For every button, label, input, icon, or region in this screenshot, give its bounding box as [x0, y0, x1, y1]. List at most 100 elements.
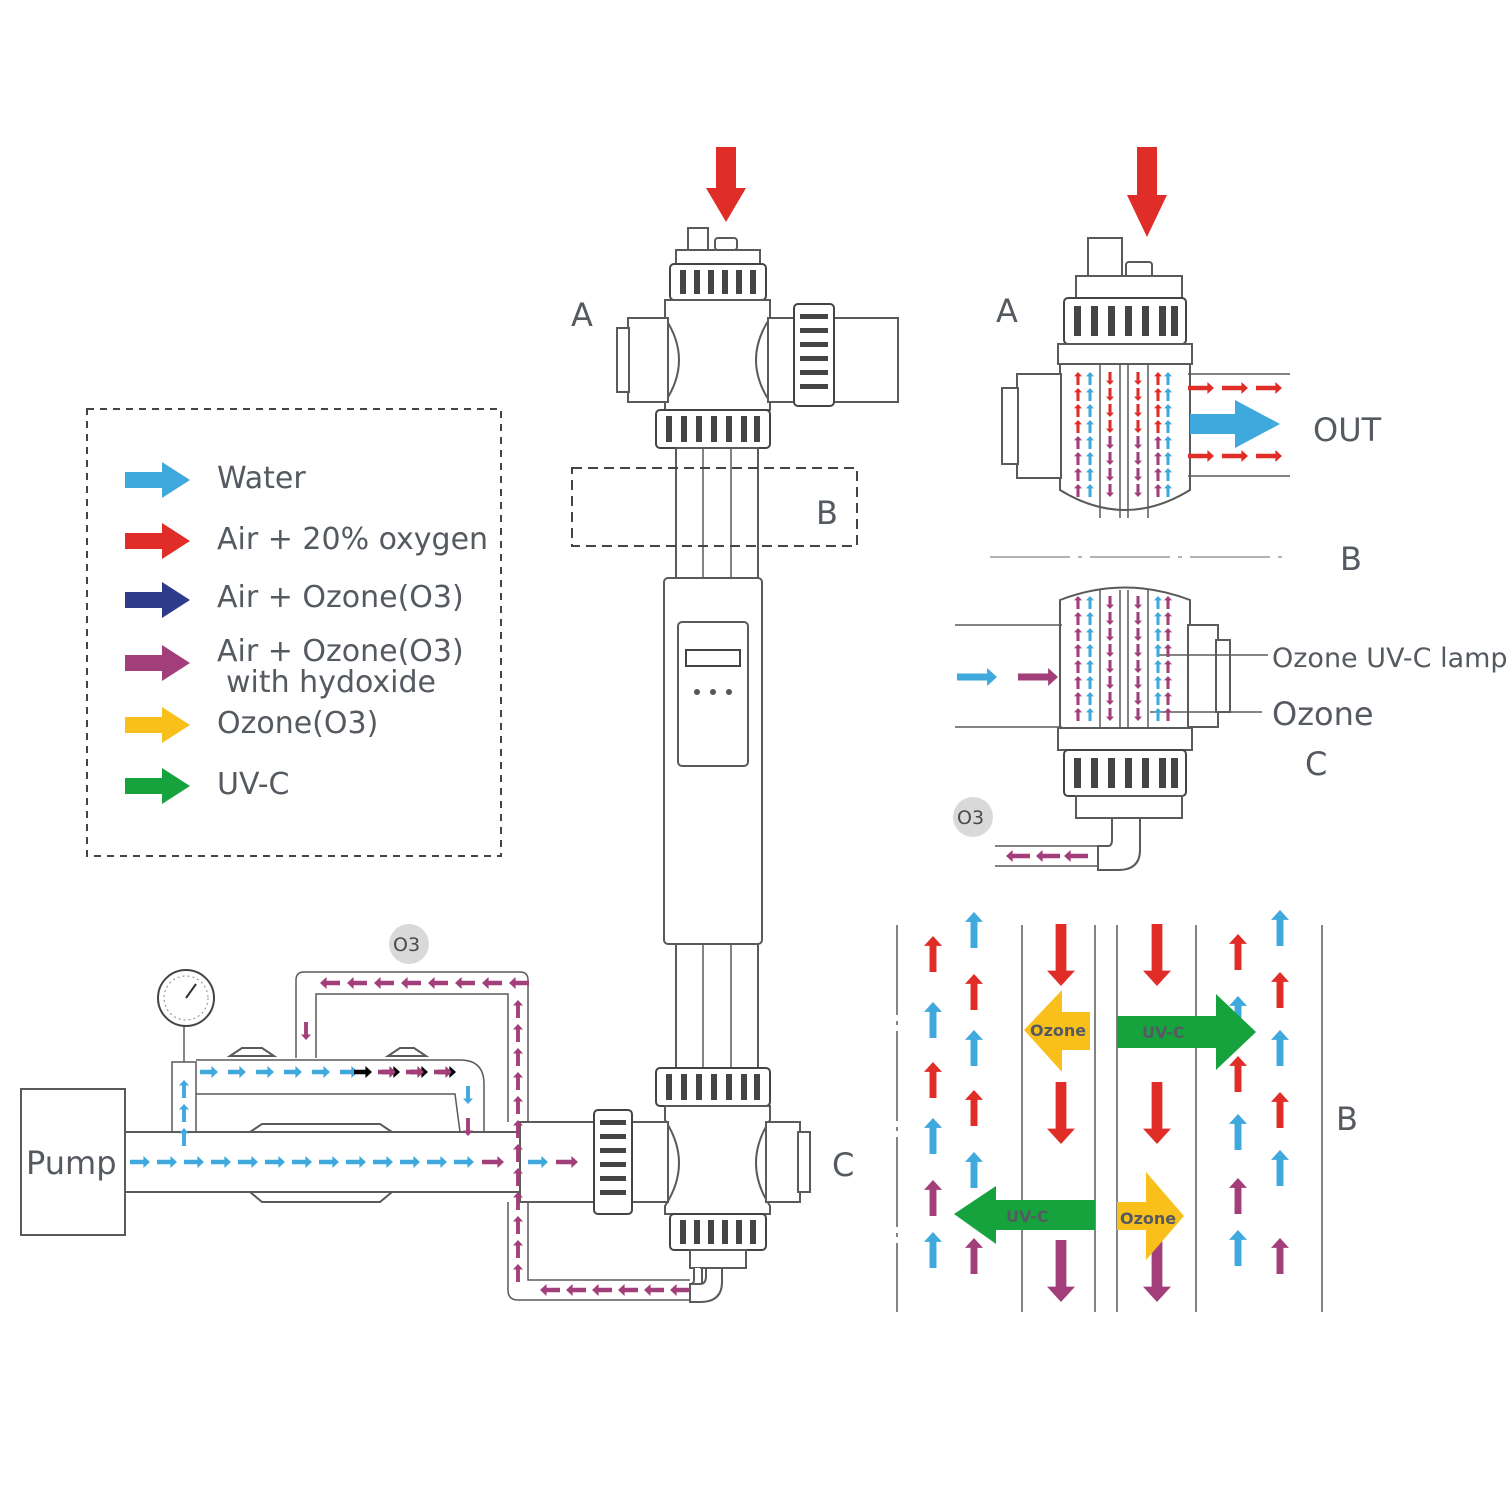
flow-arrow-icon: [1134, 484, 1142, 497]
flow-arrow-icon: [644, 1284, 664, 1296]
flow-arrow-icon: [1271, 972, 1289, 1008]
o3-badge-detail: O3: [957, 807, 984, 829]
flow-arrow-icon: [1154, 404, 1162, 417]
flow-arrow-icon: [592, 1284, 612, 1296]
flow-arrow-icon: [1154, 484, 1162, 497]
flow-arrow-icon: [1143, 924, 1171, 986]
flow-arrow-icon: [528, 1156, 548, 1168]
flow-arrow-icon: [513, 1192, 523, 1210]
flow-arrow-icon: [1074, 596, 1082, 609]
flow-arrow-icon: [463, 1118, 473, 1136]
flow-arrow-icon: [1134, 388, 1142, 401]
flow-arrow-icon: [1074, 644, 1082, 657]
flow-arrow-icon: [1074, 420, 1082, 433]
flow-arrow-icon: [1086, 628, 1094, 641]
water-out-arrow-icon: [1190, 400, 1280, 448]
flow-arrow-icon: [157, 1156, 177, 1168]
flow-arrow-icon: [1018, 668, 1058, 686]
indicator-light: [694, 689, 700, 695]
flow-arrow-icon: [1047, 1240, 1075, 1302]
air-inlet-arrow-icon: [706, 147, 746, 222]
flow-arrow-icon: [284, 1066, 302, 1078]
flow-arrow-icon: [1154, 372, 1162, 385]
top-union-nut: [669, 263, 767, 301]
flow-arrow-icon: [1106, 436, 1114, 449]
flow-arrow-icon: [965, 912, 983, 948]
flow-arrow-icon: [373, 1156, 393, 1168]
flow-arrow-icon: [374, 977, 394, 989]
flow-arrow-icon: [1106, 404, 1114, 417]
flow-arrow-icon: [540, 1284, 560, 1296]
flow-arrow-icon: [1106, 484, 1114, 497]
upper-union-nut: [655, 409, 771, 449]
flow-arrow-icon: [924, 1118, 942, 1154]
flow-arrow-icon: [1074, 388, 1082, 401]
flow-arrow-icon: [1134, 436, 1142, 449]
flow-arrow-icon: [1134, 596, 1142, 609]
flow-arrow-icon: [1064, 850, 1088, 862]
lower-union-nut: [655, 1067, 771, 1107]
zoom-label-ozone-1: Ozone: [1030, 1021, 1086, 1040]
flow-arrow-icon: [1271, 1092, 1289, 1128]
flow-arrow-icon: [1086, 644, 1094, 657]
flow-arrow-icon: [924, 1002, 942, 1038]
flow-arrow-icon: [1229, 1056, 1247, 1092]
flow-arrow-icon: [1086, 436, 1094, 449]
indicator-light: [726, 689, 732, 695]
ozone-arrow-icon: [125, 707, 190, 743]
zoom-label-uvc-2: UV-C: [1006, 1207, 1049, 1226]
flow-arrow-icon: [1154, 692, 1162, 705]
legend-label-air-ozone-hydroxide-line2: with hydoxide: [226, 665, 436, 700]
flow-arrow-icon: [1074, 452, 1082, 465]
flow-arrow-icon: [1164, 660, 1172, 673]
flow-arrow-icon: [1134, 612, 1142, 625]
legend-label-water: Water: [217, 461, 306, 496]
flow-arrow-icon: [513, 1024, 523, 1042]
legend-label-air-ozone-hydroxide: Air + Ozone(O3): [217, 634, 464, 669]
flow-arrow-icon: [1106, 628, 1114, 641]
flow-arrow-icon: [1134, 468, 1142, 481]
flow-arrow-icon: [400, 1156, 420, 1168]
flow-arrow-icon: [1074, 436, 1082, 449]
flow-arrow-icon: [513, 1120, 523, 1138]
legend-item-air-oxygen: Air + 20% oxygen: [125, 522, 488, 559]
label-c-main: C: [832, 1146, 854, 1184]
flow-arrow-icon: [1154, 612, 1162, 625]
label-b-main: B: [816, 494, 838, 532]
flow-arrow-icon: [1134, 404, 1142, 417]
flow-arrow-icon: [1143, 1082, 1171, 1144]
flow-arrow-icon: [1086, 388, 1094, 401]
flow-arrow-icon: [256, 1066, 274, 1078]
flow-arrow-icon: [670, 1284, 690, 1296]
flow-arrow-icon: [130, 1156, 150, 1168]
flow-arrow-icon: [319, 1156, 339, 1168]
flow-arrow-icon: [1164, 596, 1172, 609]
flow-arrow-icon: [1154, 420, 1162, 433]
flow-arrow-icon: [1154, 676, 1162, 689]
flow-arrow-icon: [924, 1232, 942, 1268]
flow-arrow-icon: [179, 1128, 189, 1146]
flow-arrow-icon: [265, 1156, 285, 1168]
flow-arrow-icon: [1134, 420, 1142, 433]
flow-arrow-icon: [965, 1030, 983, 1066]
flow-arrow-icon: [618, 1284, 638, 1296]
detail-c-union-nut: [1063, 749, 1187, 797]
flow-arrow-icon: [509, 977, 529, 989]
flow-arrow-icon: [513, 1048, 523, 1066]
flow-arrow-icon: [1222, 450, 1248, 462]
flow-arrow-icon: [1164, 692, 1172, 705]
flow-arrow-icon: [1154, 468, 1162, 481]
flow-arrow-icon: [1229, 1230, 1247, 1266]
flow-arrow-icon: [1047, 924, 1075, 986]
flow-arrow-icon: [1106, 708, 1114, 721]
flow-arrow-icon: [513, 1072, 523, 1090]
flow-arrow-icon: [1154, 596, 1162, 609]
flow-arrow-icon: [401, 977, 421, 989]
flow-arrow-icon: [1074, 612, 1082, 625]
flow-arrow-icon: [1164, 612, 1172, 625]
legend: Water Air + 20% oxygen Air + Ozone(O3) A…: [86, 408, 502, 857]
flow-arrow-icon: [1143, 1240, 1171, 1302]
flow-arrow-icon: [1074, 708, 1082, 721]
flow-arrow-icon: [1086, 372, 1094, 385]
legend-item-water: Water: [125, 461, 306, 498]
